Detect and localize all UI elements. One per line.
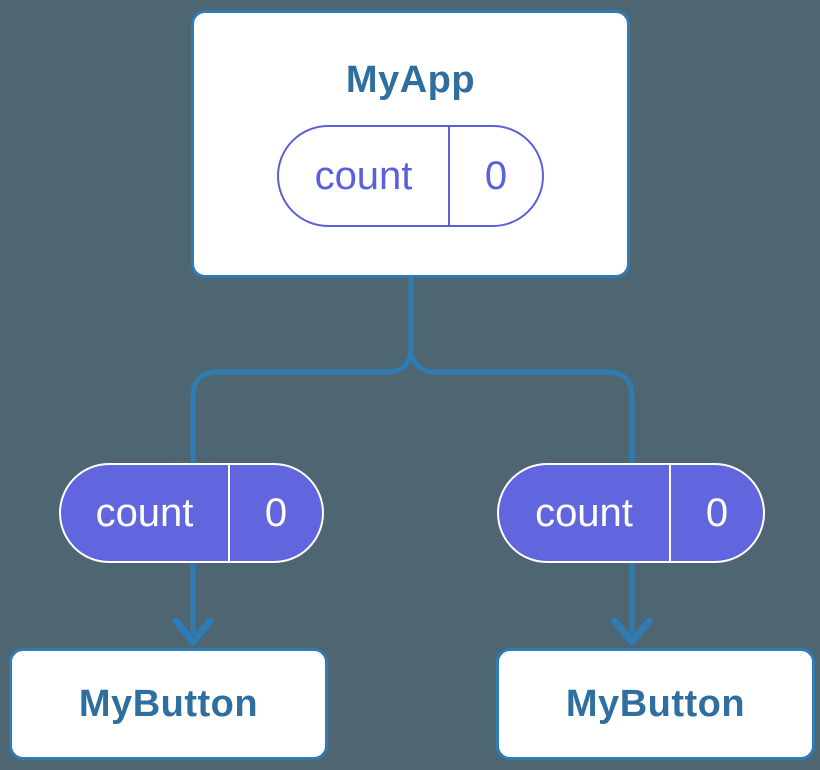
state-pill-value: 0 bbox=[448, 127, 542, 225]
prop-pill-right: count 0 bbox=[497, 463, 765, 563]
prop-pill-right-name: count bbox=[535, 491, 633, 535]
root-node-title: MyApp bbox=[345, 59, 476, 101]
prop-pill-left-value: 0 bbox=[228, 465, 322, 561]
child-node-card-right: MyButton bbox=[496, 648, 815, 760]
arrowhead-left-icon bbox=[172, 617, 214, 646]
child-node-right-title: MyButton bbox=[565, 683, 746, 725]
child-node-left-title: MyButton bbox=[78, 683, 259, 725]
root-node-card: MyApp count 0 bbox=[191, 10, 630, 278]
arrowhead-right-icon bbox=[611, 617, 653, 646]
connector-left bbox=[190, 272, 414, 634]
state-pill-name: count bbox=[314, 154, 413, 198]
connector-right bbox=[408, 272, 635, 634]
root-state-pill: count 0 bbox=[277, 125, 544, 227]
prop-pill-left: count 0 bbox=[59, 463, 324, 563]
prop-pill-right-value: 0 bbox=[669, 465, 763, 561]
prop-pill-left-name: count bbox=[95, 491, 194, 535]
child-node-card-left: MyButton bbox=[9, 648, 328, 760]
